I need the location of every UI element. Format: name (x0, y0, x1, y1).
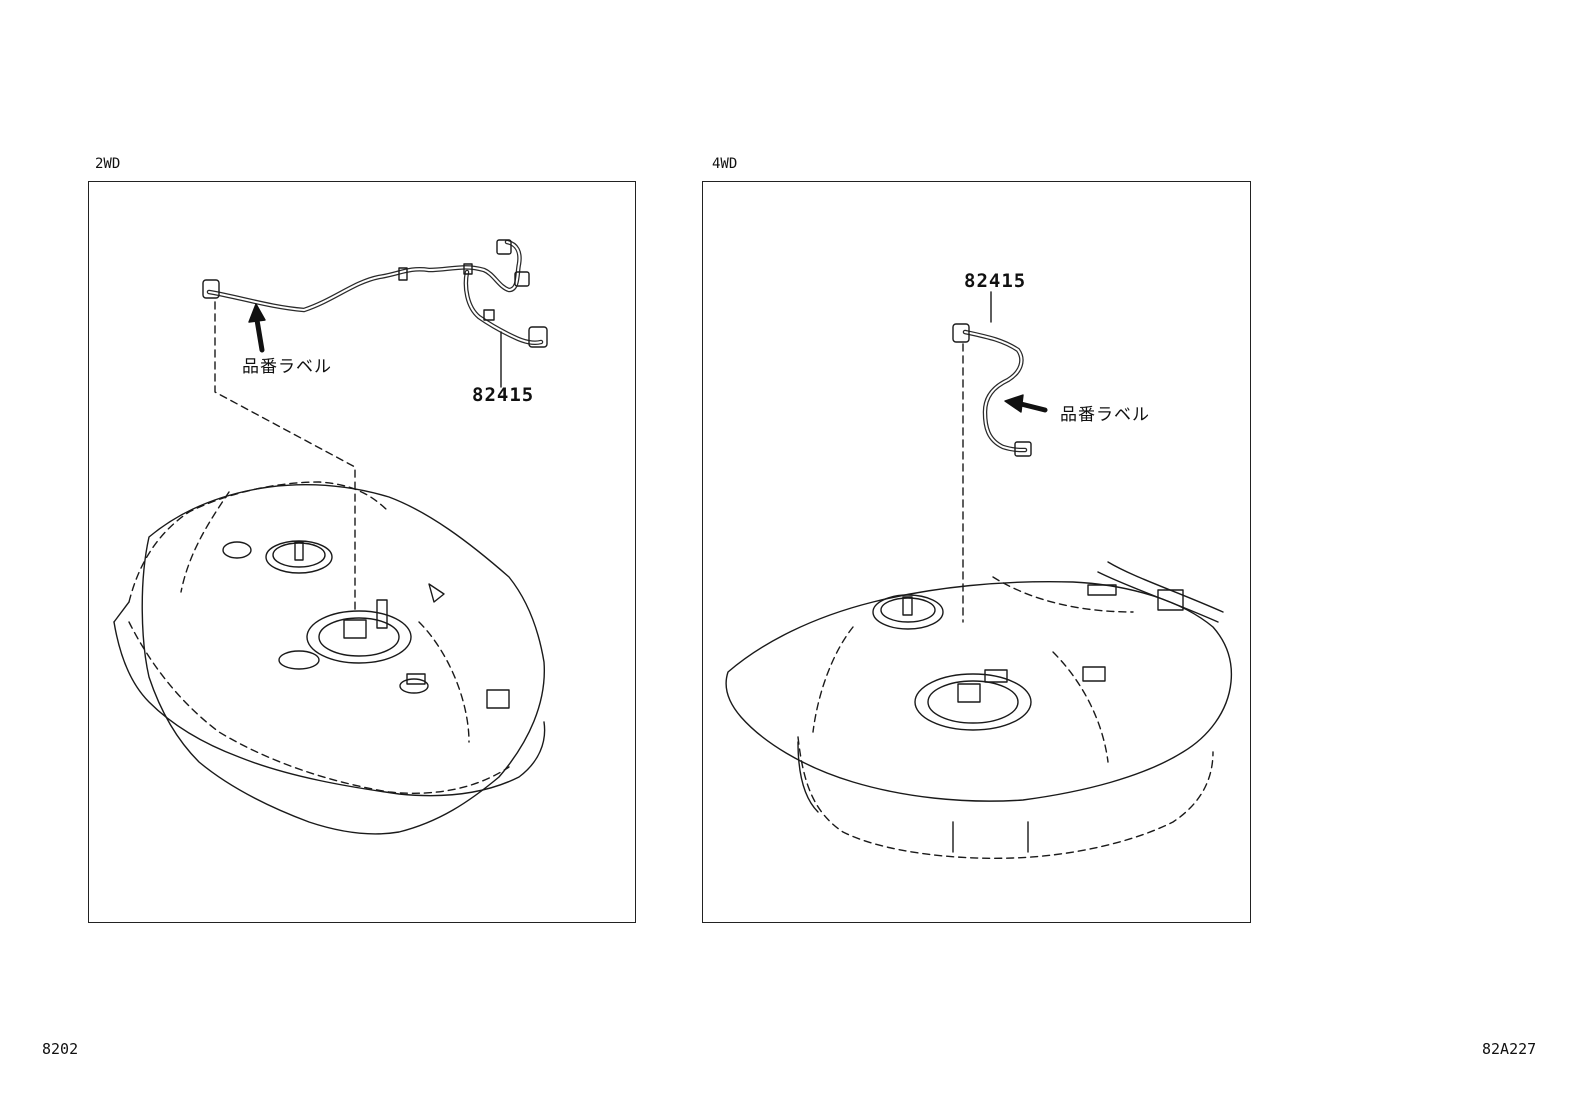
panel-2wd: 品番ラベル 82415 (88, 181, 636, 923)
wire-harness-4wd (952, 323, 1032, 457)
label-arrow-2wd (248, 303, 266, 353)
diagram-code-right: 82A227 (1482, 1040, 1537, 1058)
fuel-tank-4wd (725, 561, 1233, 859)
panel-4wd: 82415 品番ラベル (702, 181, 1251, 923)
part-number-2wd: 82415 (472, 384, 535, 406)
diagram-code-left: 8202 (42, 1040, 79, 1058)
label-arrow-4wd (1004, 394, 1048, 413)
panel-title-2wd: 2WD (95, 156, 121, 172)
fuel-tank-2wd (113, 481, 546, 835)
fuel-tank-2wd-illustration (113, 239, 548, 835)
fuel-tank-4wd-illustration (725, 291, 1233, 859)
guide-line-2wd (214, 301, 356, 613)
panel-title-4wd: 4WD (712, 156, 738, 172)
part-label-4wd: 品番ラベル (1060, 405, 1150, 425)
part-number-4wd: 82415 (964, 270, 1027, 292)
part-label-2wd: 品番ラベル (242, 357, 332, 377)
wire-harness-2wd (202, 239, 548, 348)
